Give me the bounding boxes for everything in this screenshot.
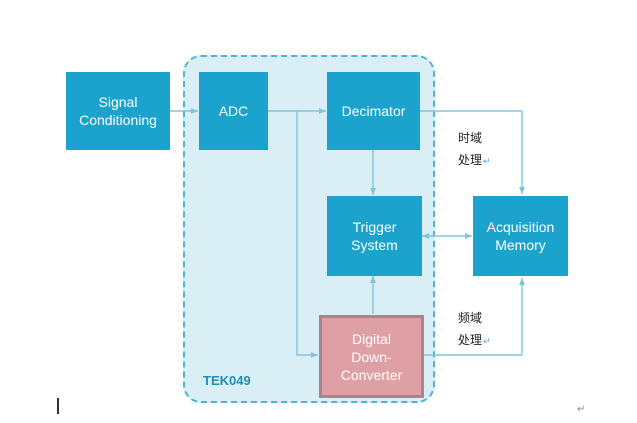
decimator-block: Decimator	[327, 72, 420, 150]
text-cursor-icon	[57, 398, 59, 414]
freq-domain-line2: 处理	[458, 333, 483, 347]
digital-down-converter-block: Digital Down- Converter	[319, 315, 424, 398]
adc-block: ADC	[199, 72, 268, 150]
wire-decimator-to-memory	[420, 110, 525, 194]
return-mark-icon: ↵	[483, 337, 491, 347]
return-mark-icon: ↵	[483, 157, 491, 167]
acquisition-memory-block: Acquisition Memory	[473, 196, 568, 276]
trigger-system-block: Trigger System	[327, 196, 422, 276]
time-domain-note: 时域 处理↵	[458, 127, 491, 173]
signal-conditioning-block: Signal Conditioning	[66, 72, 170, 150]
freq-domain-line1: 频域	[458, 311, 483, 325]
time-domain-line2: 处理	[458, 153, 483, 167]
wire-ddc-to-memory	[424, 278, 525, 356]
wire-adc-to-ddc	[296, 111, 318, 358]
return-mark-icon: ↵	[577, 404, 586, 415]
time-domain-line1: 时域	[458, 131, 483, 145]
region-label: TEK049	[203, 373, 251, 388]
freq-domain-note: 频域 处理↵	[458, 307, 491, 353]
